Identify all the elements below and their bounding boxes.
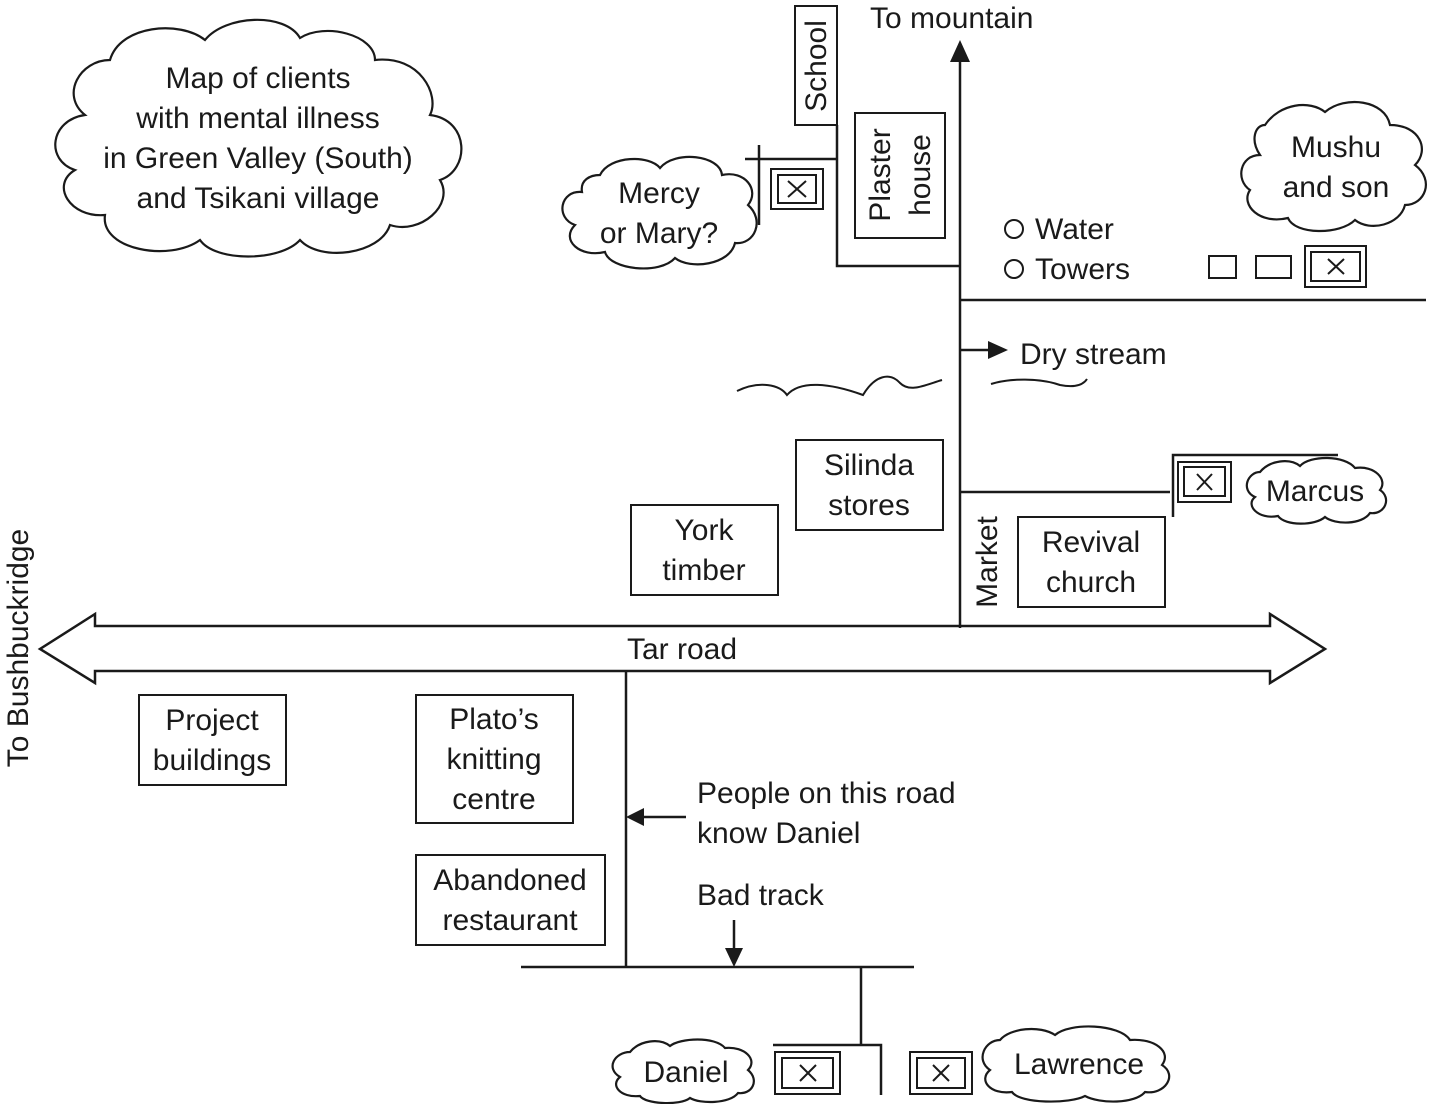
- stream-squiggle: [990, 378, 1088, 388]
- arrow-up-icon: [950, 40, 970, 62]
- client-home-lawrence: [909, 1051, 973, 1095]
- water-label: Water: [1035, 213, 1114, 246]
- abandoned-box: [415, 854, 606, 946]
- title-line: in Green Valley (South): [103, 142, 413, 175]
- client-cloud-marcus: Marcus: [1245, 456, 1388, 525]
- cloud-outline: [981, 1025, 1171, 1103]
- platos-label: knitting: [446, 743, 541, 776]
- client-cloud-mushu: Mushu and son: [1240, 100, 1427, 233]
- house-inner: [781, 1057, 834, 1089]
- revival-church: Revival church: [1017, 516, 1166, 608]
- platos-label: Plato’s: [449, 703, 539, 736]
- x-mark-icon: [787, 180, 807, 198]
- project-label: Project: [165, 704, 259, 737]
- marcus-lane: [1171, 453, 1338, 517]
- client-name: Daniel: [643, 1056, 728, 1089]
- title-line: and Tsikani village: [137, 182, 380, 215]
- client-name: Lawrence: [1014, 1048, 1144, 1081]
- x-mark-icon: [1196, 473, 1213, 491]
- to-mountain-label: To mountain: [870, 2, 1033, 35]
- project-box: [138, 694, 287, 786]
- cloud-outline: [1245, 456, 1388, 525]
- north-road: To mountain: [870, 2, 1033, 628]
- arrow-left-icon: [626, 808, 644, 826]
- circle-icon: [1004, 219, 1024, 239]
- silinda-label: stores: [828, 489, 910, 522]
- tar-road: Tar road: [37, 611, 1328, 686]
- x-mark-icon: [932, 1064, 950, 1082]
- silinda-stores: Silinda stores: [795, 439, 944, 531]
- house-inner: [777, 174, 817, 204]
- revival-label: church: [1046, 566, 1136, 599]
- plaster-house-box: [854, 112, 946, 239]
- stream-squiggle: [736, 375, 943, 397]
- platos-box: [415, 694, 574, 824]
- york-label: timber: [662, 554, 745, 587]
- york-label: York: [675, 514, 735, 547]
- square-icon: [1208, 255, 1237, 279]
- daniel-lane: [773, 1043, 883, 1095]
- title-line: with mental illness: [135, 102, 379, 135]
- client-home-marcus: [1177, 461, 1232, 503]
- client-cloud-lawrence: Lawrence: [981, 1025, 1171, 1103]
- school: School: [794, 5, 838, 126]
- dry-stream: Dry stream: [736, 338, 1167, 397]
- client-home-daniel: [774, 1051, 841, 1095]
- platos-knitting-centre: Plato’s knitting centre: [415, 694, 574, 824]
- client-name: Mushu: [1291, 131, 1381, 164]
- client-home-mercy: [770, 168, 824, 210]
- cloud-outline: [561, 155, 758, 270]
- tar-road-outline: [37, 611, 1328, 686]
- title-cloud-outline: [54, 18, 463, 258]
- x-mark-icon: [1327, 258, 1345, 275]
- daniel-note: People on this road: [697, 777, 956, 810]
- abandoned-restaurant: Abandoned restaurant: [415, 854, 606, 946]
- square-icon: [1255, 255, 1292, 279]
- bad-track-label: Bad track: [697, 879, 825, 912]
- title-cloud: Map of clients with mental illness in Gr…: [54, 18, 463, 258]
- plaster-house-label: Plaster: [864, 128, 897, 221]
- circle-icon: [1004, 259, 1024, 279]
- market-label: Market: [971, 515, 1004, 607]
- towers-label: Towers: [1035, 253, 1130, 286]
- platos-label: centre: [452, 783, 535, 816]
- abandoned-label: restaurant: [442, 904, 578, 937]
- cloud-outline: [1240, 100, 1427, 233]
- title-line: Map of clients: [165, 62, 350, 95]
- x-mark-icon: [799, 1064, 817, 1082]
- revival-box: [1017, 516, 1166, 608]
- client-name: Marcus: [1266, 475, 1364, 508]
- project-buildings: Project buildings: [138, 694, 287, 786]
- school-lane: [835, 125, 960, 268]
- arrow-down-icon: [725, 948, 743, 967]
- revival-label: Revival: [1042, 526, 1140, 559]
- water-towers: Water Towers: [1004, 213, 1130, 286]
- mushu-houses: [1208, 245, 1367, 288]
- plaster-house: Plaster house: [854, 112, 946, 239]
- client-name: or Mary?: [600, 217, 718, 250]
- silinda-label: Silinda: [824, 449, 914, 482]
- plaster-house-label: house: [904, 134, 937, 216]
- school-box: [794, 5, 838, 126]
- york-timber: York timber: [630, 504, 779, 596]
- client-name: Mercy: [618, 177, 700, 210]
- silinda-box: [795, 439, 944, 531]
- dry-stream-label: Dry stream: [1020, 338, 1167, 371]
- client-name: and son: [1283, 171, 1390, 204]
- arrow-right-icon: [988, 341, 1008, 359]
- project-label: buildings: [153, 744, 271, 777]
- daniel-note: know Daniel: [697, 817, 860, 850]
- tar-road-label: Tar road: [627, 633, 737, 666]
- abandoned-label: Abandoned: [433, 864, 587, 897]
- york-box: [630, 504, 779, 596]
- cloud-outline: [611, 1038, 755, 1104]
- school-label: School: [800, 20, 833, 112]
- to-bushbuckridge-label: To Bushbuckridge: [2, 529, 35, 767]
- client-cloud-mercy: Mercy or Mary?: [561, 155, 758, 270]
- client-cloud-daniel: Daniel: [611, 1038, 755, 1104]
